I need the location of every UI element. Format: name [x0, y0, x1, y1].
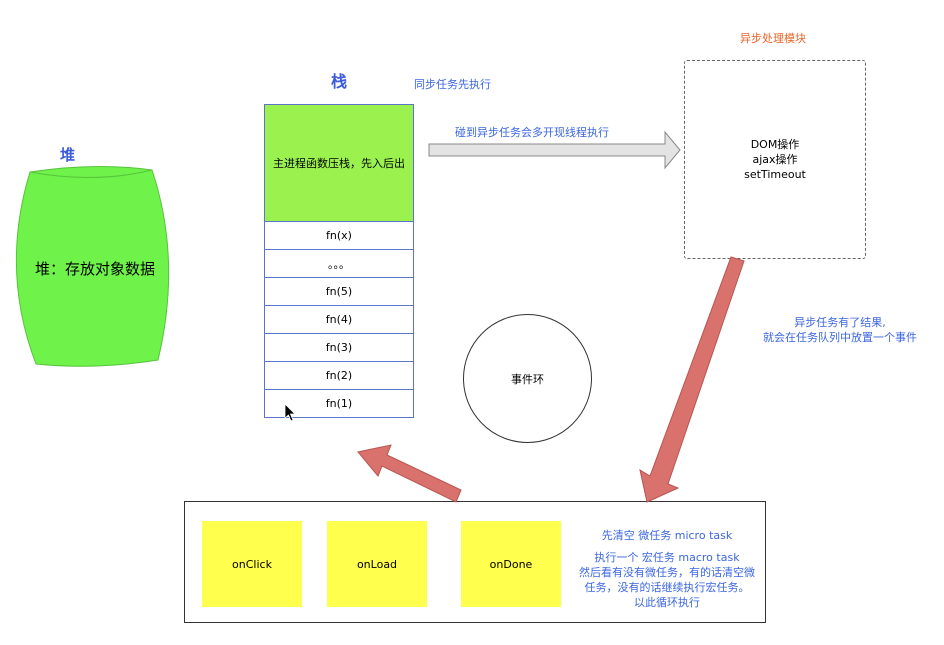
task-label: onClick: [232, 557, 272, 571]
call-stack: 主进程函数压栈，先入后出 fn(x) 。。。 fn(5) fn(4) fn(3)…: [264, 104, 414, 418]
event-loop-circle: 事件环: [463, 314, 592, 443]
stack-frame: fn(2): [265, 361, 413, 389]
stack-frame-label: 。。。: [328, 257, 350, 271]
to-queue-label-line: 异步任务有了结果,: [794, 316, 886, 329]
stack-note: 同步任务先执行: [414, 78, 491, 91]
stack-frame-label: fn(4): [325, 313, 353, 326]
stack-frame: fn(5): [265, 277, 413, 305]
stack-frame-label: fn(3): [325, 341, 353, 354]
queue-note-line: 执行一个 宏任务 macro task: [594, 551, 740, 564]
stack-top-label: 主进程函数压栈，先入后出: [273, 157, 405, 170]
queue-note-line: 以此循环执行: [634, 596, 700, 609]
stack-frame: fn(1): [265, 389, 413, 417]
stack-frame-label: fn(2): [325, 369, 353, 382]
to-queue-label-line: 就会在任务队列中放置一个事件: [763, 331, 917, 344]
heap-title: 堆: [60, 146, 76, 164]
async-module-title: 异步处理模块: [740, 32, 806, 45]
arrow-to-queue: [639, 256, 745, 503]
queue-note-line: 然后看有没有微任务，有的话清空微: [579, 566, 755, 579]
heap-cylinder: [15, 165, 170, 367]
stack-frame: 。。。: [265, 249, 413, 277]
stack-frame-label: fn(x): [326, 229, 352, 242]
stack-frame: fn(4): [265, 305, 413, 333]
to-queue-label: 异步任务有了结果, 就会在任务队列中放置一个事件: [740, 315, 940, 345]
event-loop-label: 事件环: [511, 372, 544, 386]
heap-label: 堆：存放对象数据: [34, 260, 155, 278]
task-onload: onLoad: [327, 521, 427, 607]
queue-note-line: 先清空 微任务 micro task: [601, 529, 733, 542]
async-item: ajax操作: [752, 153, 798, 166]
task-label: onLoad: [356, 557, 398, 571]
stack-frame: fn(3): [265, 333, 413, 361]
stack-frame: fn(x): [265, 221, 413, 249]
stack-frame-label: fn(1): [325, 397, 353, 410]
async-item: DOM操作: [750, 138, 800, 151]
task-onclick: onClick: [202, 521, 302, 607]
queue-note-line: 任务，没有的话继续执行宏任务。: [584, 581, 750, 594]
stack-top-block: 主进程函数压栈，先入后出: [265, 105, 413, 221]
task-ondone: onDone: [461, 521, 561, 607]
stack-title: 栈: [331, 72, 348, 91]
arrow-to-stack: [357, 444, 462, 503]
task-label: onDone: [489, 557, 533, 571]
stack-frame-label: fn(5): [325, 285, 353, 298]
queue-notes: 先清空 微任务 micro task 执行一个 宏任务 macro task 然…: [565, 528, 769, 610]
task-queue: onClick onLoad onDone: [184, 501, 766, 623]
async-module-box: DOM操作 ajax操作 setTimeout: [684, 60, 866, 259]
to-async-label: 碰到异步任务会多开现线程执行: [455, 126, 609, 139]
async-item: setTimeout: [744, 168, 806, 181]
